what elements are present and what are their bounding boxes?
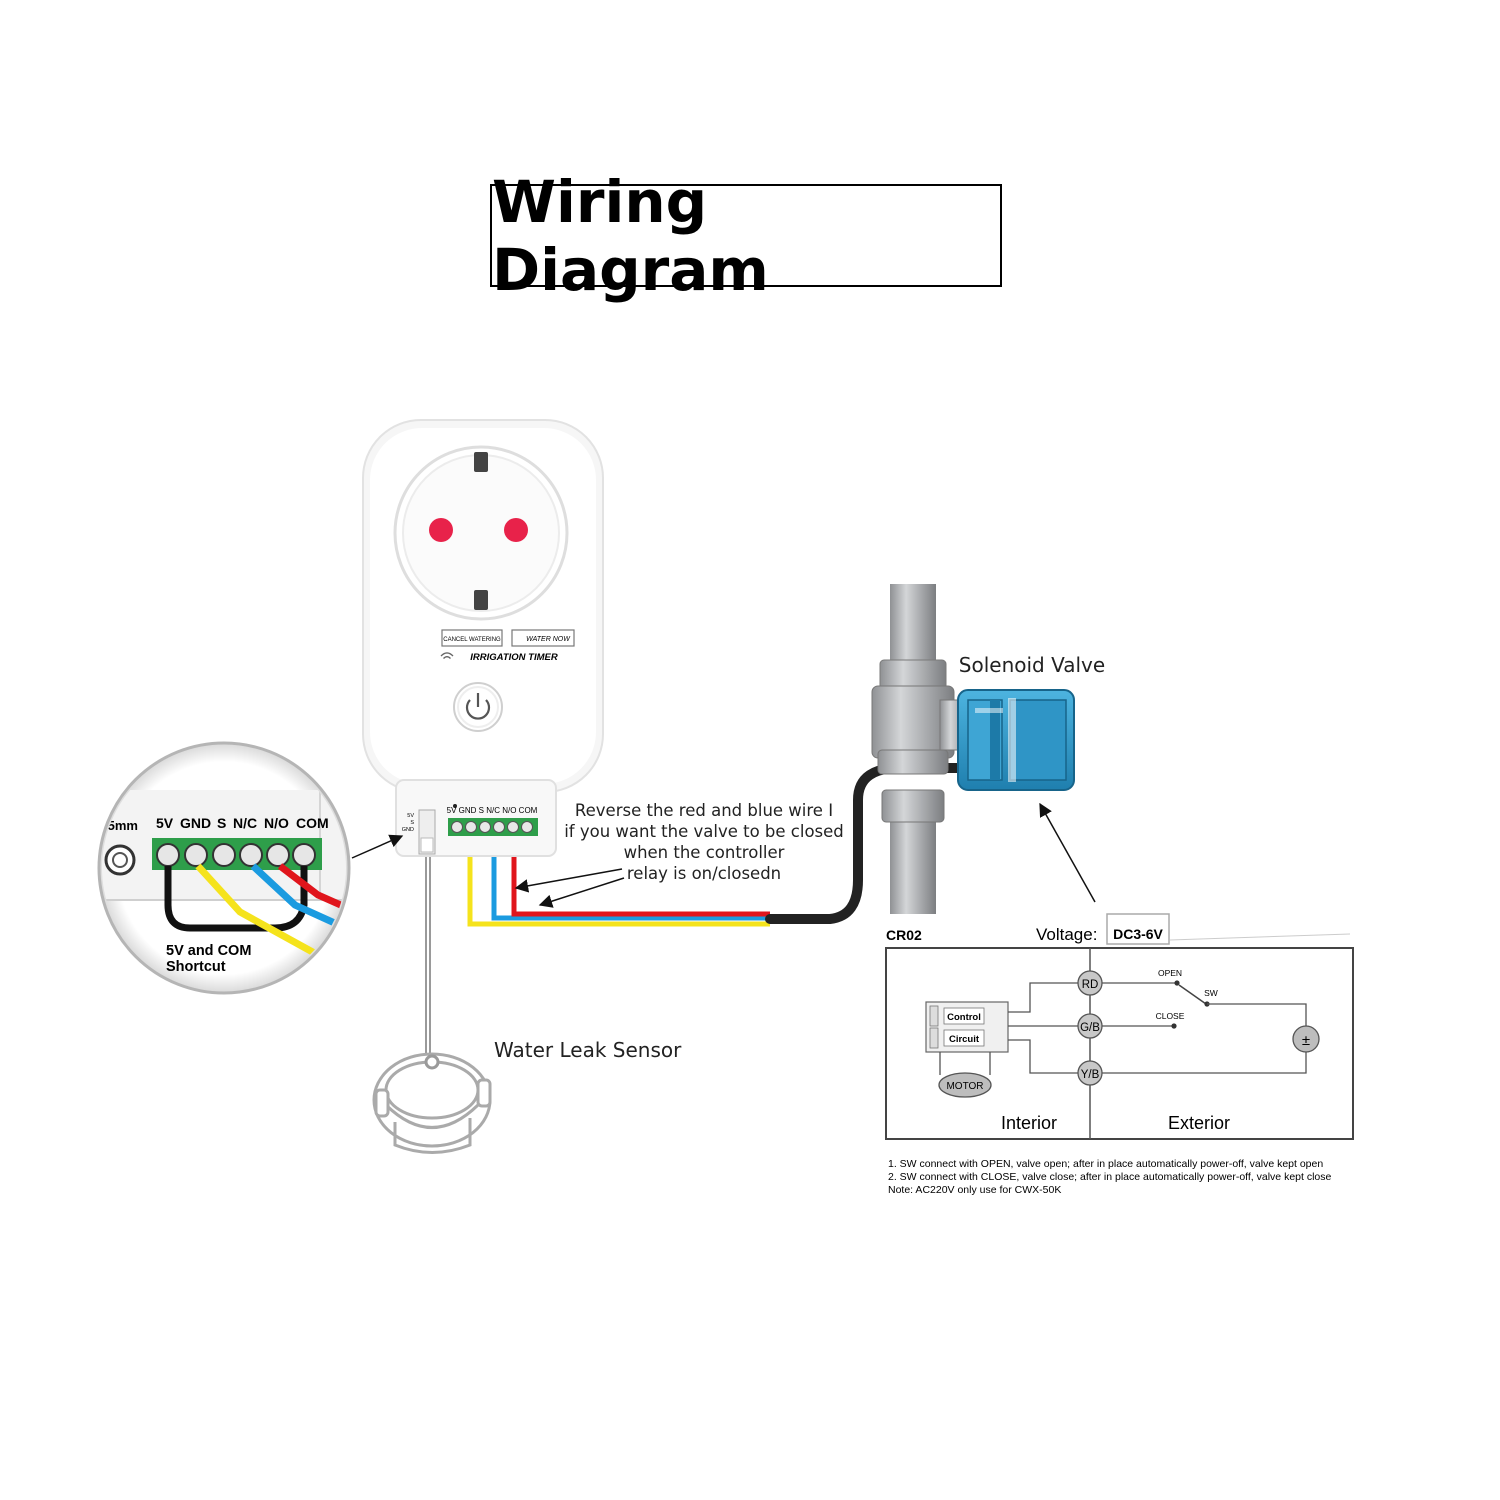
reverse-note-line4: relay is on/closedn: [627, 864, 781, 883]
zoom-terminal-no: N/O: [264, 815, 289, 831]
note-arrow-red: [514, 868, 623, 893]
motor-label: MOTOR: [946, 1081, 983, 1092]
zoom-wire-black: [164, 866, 308, 932]
cancel-watering-badge: [441, 629, 503, 647]
zoom-terminal-nc: N/C: [233, 815, 257, 831]
power-icon: [465, 693, 491, 720]
pipe-lower: [890, 820, 936, 914]
device-terminal-screws: [451, 821, 533, 833]
rd-label: RD: [1082, 979, 1099, 991]
water-now-badge: [511, 629, 575, 647]
battery-symbol: [1292, 1025, 1320, 1053]
voltage-label: Voltage:: [1036, 925, 1097, 944]
control-circuit-line1: Control: [947, 1012, 981, 1023]
voltage-value: DC3-6V: [1113, 926, 1163, 942]
reverse-note-line1: Reverse the red and blue wire I: [575, 801, 833, 820]
zoom-terminal-gnd: GND: [180, 815, 211, 831]
zoom-callout-arrow: [351, 834, 404, 859]
voltage-pointer-arrow: [1039, 802, 1096, 903]
socket-pin-hole-right: [504, 518, 528, 542]
terminal-zoom-callout: .5mm 5V GND S N/C N/O COM 5V and COM Sho…: [97, 741, 351, 995]
yb-label: Y/B: [1081, 1069, 1100, 1081]
zoom-wire-blue: [250, 863, 346, 934]
title-frame: Wiring Diagram: [490, 168, 1002, 304]
model-label: CR02: [886, 927, 922, 943]
schematic-note-1: 1. SW connect with OPEN, valve open; aft…: [888, 1158, 1323, 1170]
reverse-note-line2: if you want the valve to be closed: [564, 822, 844, 841]
side-pin-s: S: [410, 820, 414, 826]
close-label: CLOSE: [1156, 1011, 1185, 1021]
pipe-upper: [890, 584, 936, 674]
interior-label: Interior: [1001, 1113, 1057, 1133]
zoom-terminal-s: S: [217, 815, 226, 831]
schematic-note-2: 2. SW connect with CLOSE, valve close; a…: [888, 1171, 1332, 1183]
solenoid-valve-actuator: [957, 689, 1075, 791]
zoom-wire-yellow: [195, 863, 320, 959]
gb-label: G/B: [1080, 1022, 1100, 1034]
valve-schematic: CR02 Voltage: DC3-6V Control Circuit MOT…: [885, 913, 1354, 1196]
irrigation-timer-brand: IRRIGATION TIMER: [470, 652, 558, 663]
power-button[interactable]: [453, 682, 503, 732]
device-terminal-labels: 5V GND S N/C N/O COM: [447, 806, 538, 815]
note-arrow-blue: [538, 877, 625, 908]
sw-label: SW: [1204, 988, 1218, 998]
reverse-wire-note: Reverse the red and blue wire I if you w…: [564, 801, 844, 883]
page-title: Wiring Diagram: [492, 167, 769, 304]
water-leak-sensor: [372, 848, 492, 1154]
water-now-label: WATER NOW: [526, 636, 571, 643]
solenoid-valve-label: Solenoid Valve: [959, 653, 1105, 677]
side-pin-gnd: GND: [402, 827, 414, 833]
switch-lever: [1178, 984, 1207, 1005]
shortcut-note-line1: 5V and COM: [166, 943, 251, 959]
side-pin-5v: 5V: [407, 813, 414, 819]
irrigation-timer-plug: CANCEL WATERING WATER NOW IRRIGATION TIM…: [362, 419, 604, 857]
water-leak-sensor-label: Water Leak Sensor: [494, 1038, 682, 1062]
reverse-note-line3: when the controller: [624, 843, 785, 862]
open-label: OPEN: [1158, 968, 1182, 978]
jack-size-label: .5mm: [104, 818, 138, 833]
zoom-terminal-screws: [156, 843, 316, 867]
zoom-terminal-5v: 5V: [156, 815, 174, 831]
voltage-badge: [1106, 913, 1170, 945]
motor-symbol: [938, 1072, 992, 1098]
zoom-terminal-com: COM: [296, 815, 329, 831]
wifi-icon: [440, 652, 454, 659]
control-circuit-line2: Circuit: [949, 1034, 980, 1045]
battery-label: ±: [1302, 1032, 1310, 1049]
cancel-watering-label: CANCEL WATERING: [443, 637, 501, 643]
shortcut-note-line2: Shortcut: [166, 959, 226, 975]
exterior-label: Exterior: [1168, 1113, 1230, 1133]
socket-pin-hole-left: [429, 518, 453, 542]
schematic-note-3: Note: AC220V only use for CWX-50K: [888, 1184, 1061, 1196]
pipe-and-valve: [871, 584, 1075, 914]
